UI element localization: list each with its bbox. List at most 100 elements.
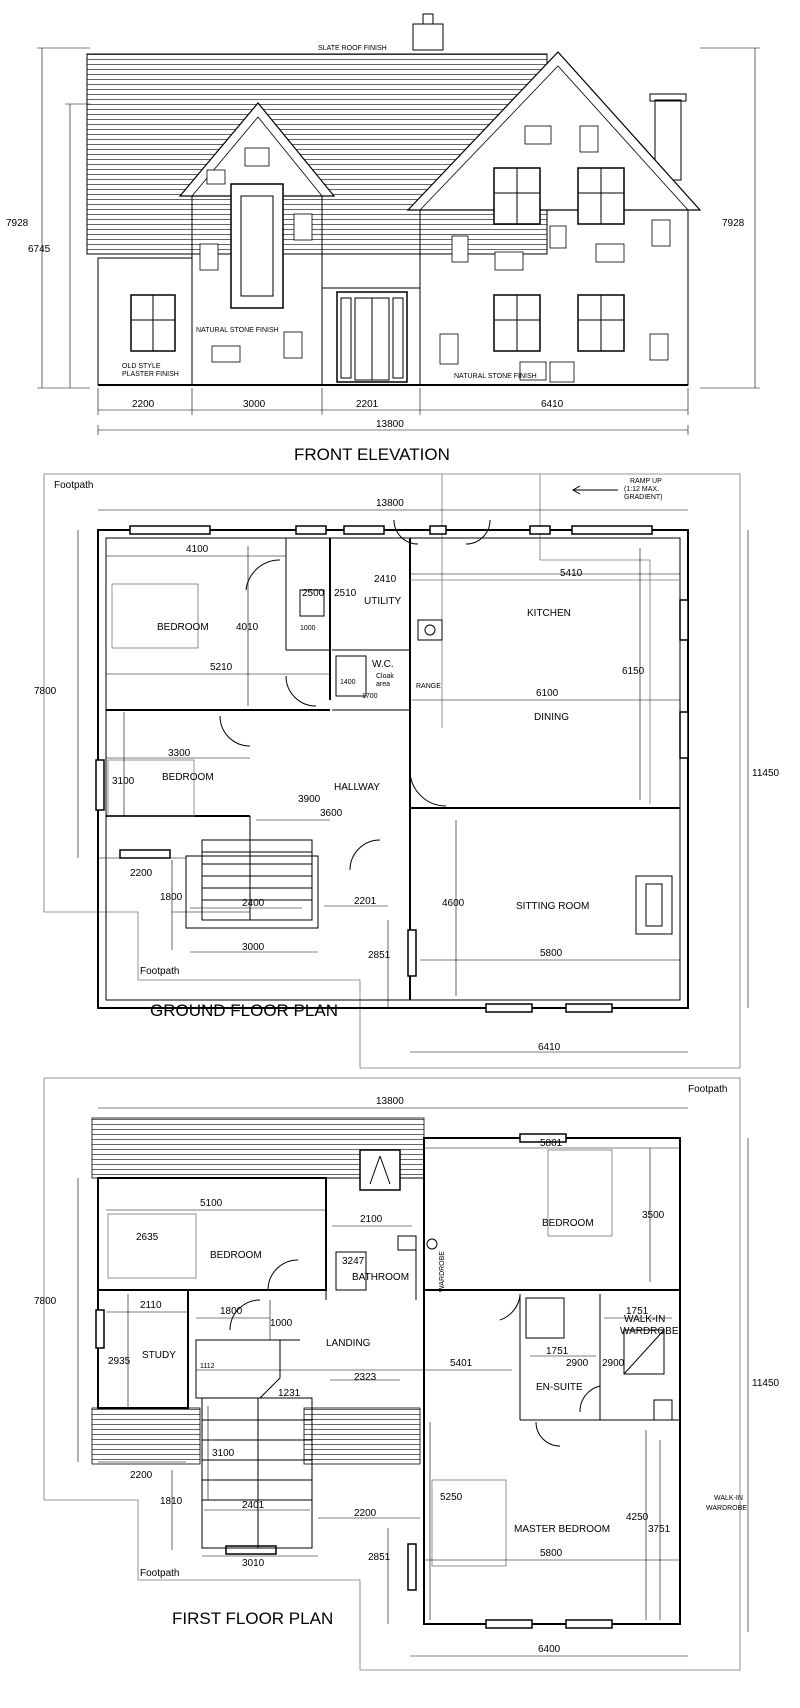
- room-kitchen: KITCHEN: [527, 608, 571, 619]
- room-walkin-1: WALK-IN: [624, 1314, 665, 1325]
- f-dim-2401: 2401: [242, 1500, 265, 1511]
- room-ensuite: EN-SUITE: [536, 1382, 583, 1393]
- plaster-label-1: OLD STYLE: [122, 363, 161, 370]
- front-elevation: SLATE ROOF FINISH: [6, 13, 760, 464]
- f-dim-2200b: 2200: [354, 1508, 377, 1519]
- f-dim-1112: 1112: [200, 1363, 215, 1370]
- first-site-boundary: [43, 1077, 741, 1671]
- first-plan-title: FIRST FLOOR PLAN: [172, 1609, 333, 1628]
- f-dim-3100: 3100: [212, 1448, 235, 1459]
- room-landing: LANDING: [326, 1338, 371, 1349]
- first-fixtures: [107, 1149, 673, 1567]
- g-dim-11450: 11450: [752, 768, 780, 779]
- g-dim-bed1-h: 4010: [236, 622, 259, 633]
- g-dim-3300: 3300: [168, 748, 191, 759]
- f-dim-2100: 2100: [360, 1214, 383, 1225]
- first-bed-left: [107, 1213, 197, 1279]
- g-dim-2851: 2851: [368, 950, 391, 961]
- f-dim-5250: 5250: [440, 1492, 463, 1503]
- room-first-bedroom-left: BEDROOM: [210, 1250, 262, 1261]
- g-dim-2400: 2400: [242, 898, 265, 909]
- g-dim-bed1-w: 4100: [186, 544, 209, 555]
- g-dim-5210: 5210: [210, 662, 233, 673]
- f-dim-2200a: 2200: [130, 1470, 153, 1481]
- room-bedroom-1: BEDROOM: [157, 622, 209, 633]
- f-dim-3751: 3751: [648, 1524, 671, 1535]
- stone-patches: [199, 125, 671, 383]
- elevation-windows: [130, 167, 625, 352]
- f-dim-2851: 2851: [368, 1552, 391, 1563]
- g-dim-3000: 3000: [242, 942, 265, 953]
- elev-height-inner: 6745: [28, 244, 51, 255]
- ramp-line-2: (1:12 MAX.: [624, 486, 659, 493]
- room-cloak-2: area: [376, 681, 390, 688]
- ground-footpath-top: Footpath: [54, 480, 93, 491]
- bed-2: [107, 759, 195, 817]
- room-walkin-2: WARDROBE: [620, 1326, 679, 1337]
- master-bed: [431, 1479, 507, 1567]
- first-bed-right: [547, 1149, 613, 1237]
- f-dim-6400: 6400: [538, 1644, 561, 1655]
- bed-1: [111, 583, 199, 649]
- room-wardrobe: WARDROBE: [439, 1251, 446, 1292]
- g-dim-3600: 3600: [320, 808, 343, 819]
- first-footpath-bottom: Footpath: [140, 1568, 179, 1579]
- first-roof-hatch-bottom-left: [91, 1407, 201, 1465]
- f-dim-1810: 1810: [160, 1496, 183, 1507]
- ground-floor-plan: Footpath Footpath RAMP UP (1:12 MAX. GRA…: [34, 473, 780, 1069]
- ground-plan-title: GROUND FLOOR PLAN: [150, 1001, 338, 1020]
- f-dim-1800: 1800: [220, 1306, 243, 1317]
- g-dim-2200: 2200: [130, 868, 153, 879]
- room-sitting: SITTING ROOM: [516, 901, 589, 912]
- g-dim-2410: 2410: [374, 574, 397, 585]
- f-dim-1231: 1231: [278, 1388, 301, 1399]
- ground-site-boundary: [43, 473, 741, 1069]
- f-dim-3247: 3247: [342, 1256, 365, 1267]
- shower: [335, 1251, 367, 1291]
- f-dim-1000: 1000: [270, 1318, 293, 1329]
- g-dim-5410: 5410: [560, 568, 583, 579]
- elev-width-2: 3000: [243, 399, 266, 410]
- f-dim-2323: 2323: [354, 1372, 377, 1383]
- g-dim-1800: 1800: [160, 892, 183, 903]
- fireplace: [635, 875, 673, 935]
- g-dim-1000: 1000: [300, 625, 316, 632]
- room-study: STUDY: [142, 1350, 176, 1361]
- room-cloak-1: Cloak: [376, 673, 394, 680]
- tall-window: [230, 183, 284, 309]
- f-dim-2935: 2935: [108, 1356, 131, 1367]
- first-windows: [95, 1133, 613, 1629]
- first-floor-plan: Footpath Footpath: [34, 1077, 780, 1671]
- g-dim-6100: 6100: [536, 688, 559, 699]
- room-range: RANGE: [416, 683, 441, 690]
- first-dimensions: [77, 1107, 749, 1657]
- elev-height-right: 7928: [722, 218, 745, 229]
- f-dim-7800: 7800: [34, 1296, 57, 1307]
- f-dim-4250: 4250: [626, 1512, 649, 1523]
- first-footpath-top: Footpath: [688, 1084, 727, 1095]
- f-dim-5800: 5800: [540, 1548, 563, 1559]
- g-dim-7800: 7800: [34, 686, 57, 697]
- g-dim-2500: 2500: [302, 588, 325, 599]
- elev-width-1: 2200: [132, 399, 155, 410]
- room-wc: W.C.: [372, 659, 394, 670]
- ground-stair-and-bay: [107, 519, 673, 935]
- elevation-title: FRONT ELEVATION: [294, 445, 450, 464]
- g-dim-3100: 3100: [112, 776, 135, 787]
- g-dim-3900: 3900: [298, 794, 321, 805]
- room-bathroom: BATHROOM: [352, 1272, 409, 1283]
- room-bedroom-2: BEDROOM: [162, 772, 214, 783]
- g-dim-2201: 2201: [354, 896, 377, 907]
- first-roof-hatch-bottom-right: [303, 1407, 421, 1465]
- room-utility: UTILITY: [364, 596, 402, 607]
- g-dim-1700: 1700: [362, 693, 378, 700]
- g-dim-6150: 6150: [622, 666, 645, 677]
- elev-width-4: 6410: [541, 399, 564, 410]
- g-dim-1400: 1400: [340, 679, 356, 686]
- f-dim-1751b: 1751: [626, 1306, 649, 1317]
- room-dining: DINING: [534, 712, 569, 723]
- f-dim-1751a: 1751: [546, 1346, 569, 1357]
- room-hallway: HALLWAY: [334, 782, 380, 793]
